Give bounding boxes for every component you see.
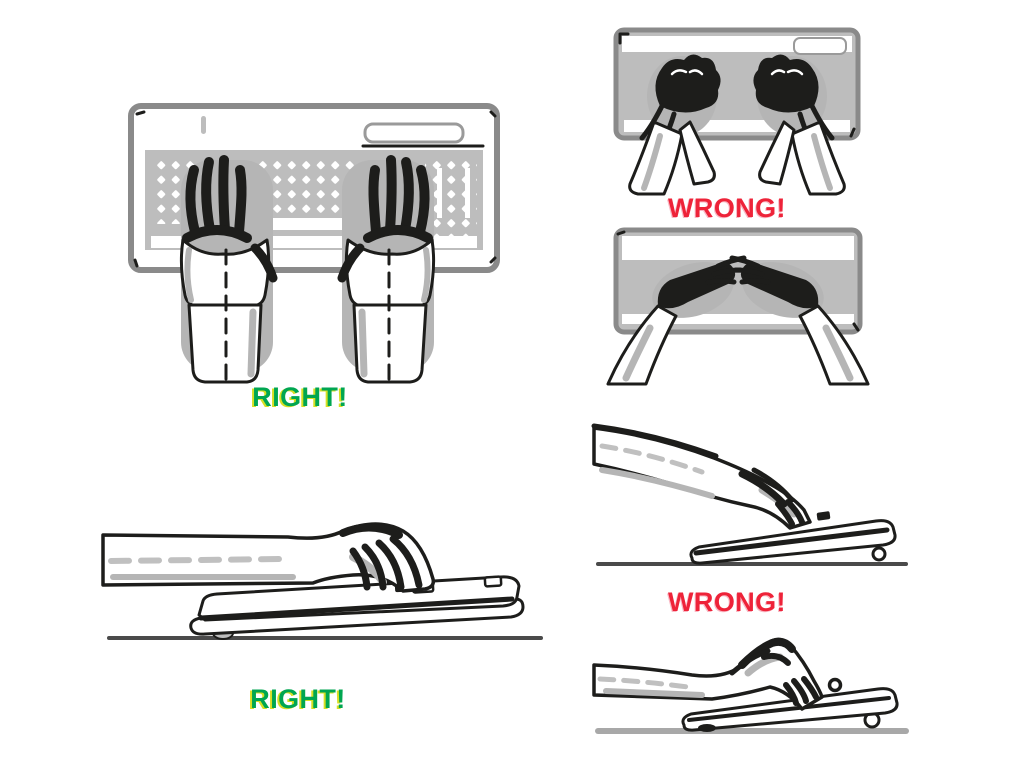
wrong-wrists-bent-inward-illustration [606,227,870,386]
right-hand-bent-inward [729,255,870,386]
forearm-and-hand-arched [592,637,824,711]
keyboard-side-view [189,575,525,640]
wrong-wrists-bent-outward-illustration [613,27,861,196]
neutral-wrist-guide-line [108,556,286,564]
right-hand-straight [337,155,436,384]
right-hand-bent-outward [753,54,846,196]
wrong-wrist-extended-side-view-illustration [591,423,908,566]
left-hand-bent-outward [628,54,721,196]
right-label-top-view: RIGHT! [252,382,348,412]
keyboard-side-view-tilted [681,677,899,732]
right-label-side-view: RIGHT! [250,684,346,714]
wrist-guide-line [599,443,705,475]
keyboard-side-view-tilted [689,511,897,565]
forearm-and-hand-flat [101,522,436,593]
wrong-label-side-view: WRONG! [668,587,786,617]
left-hand-straight [179,155,278,384]
forearm-and-hand-extended [591,423,812,530]
wrist-guide-line [597,676,691,690]
wrong-wrist-arched-side-view-illustration [592,637,909,734]
wrong-label-top-view: WRONG! [668,193,786,223]
correct-typing-top-view-illustration [128,103,500,384]
correct-flat-wrist-side-view-illustration [101,522,543,640]
left-hand-bent-inward [606,255,747,386]
